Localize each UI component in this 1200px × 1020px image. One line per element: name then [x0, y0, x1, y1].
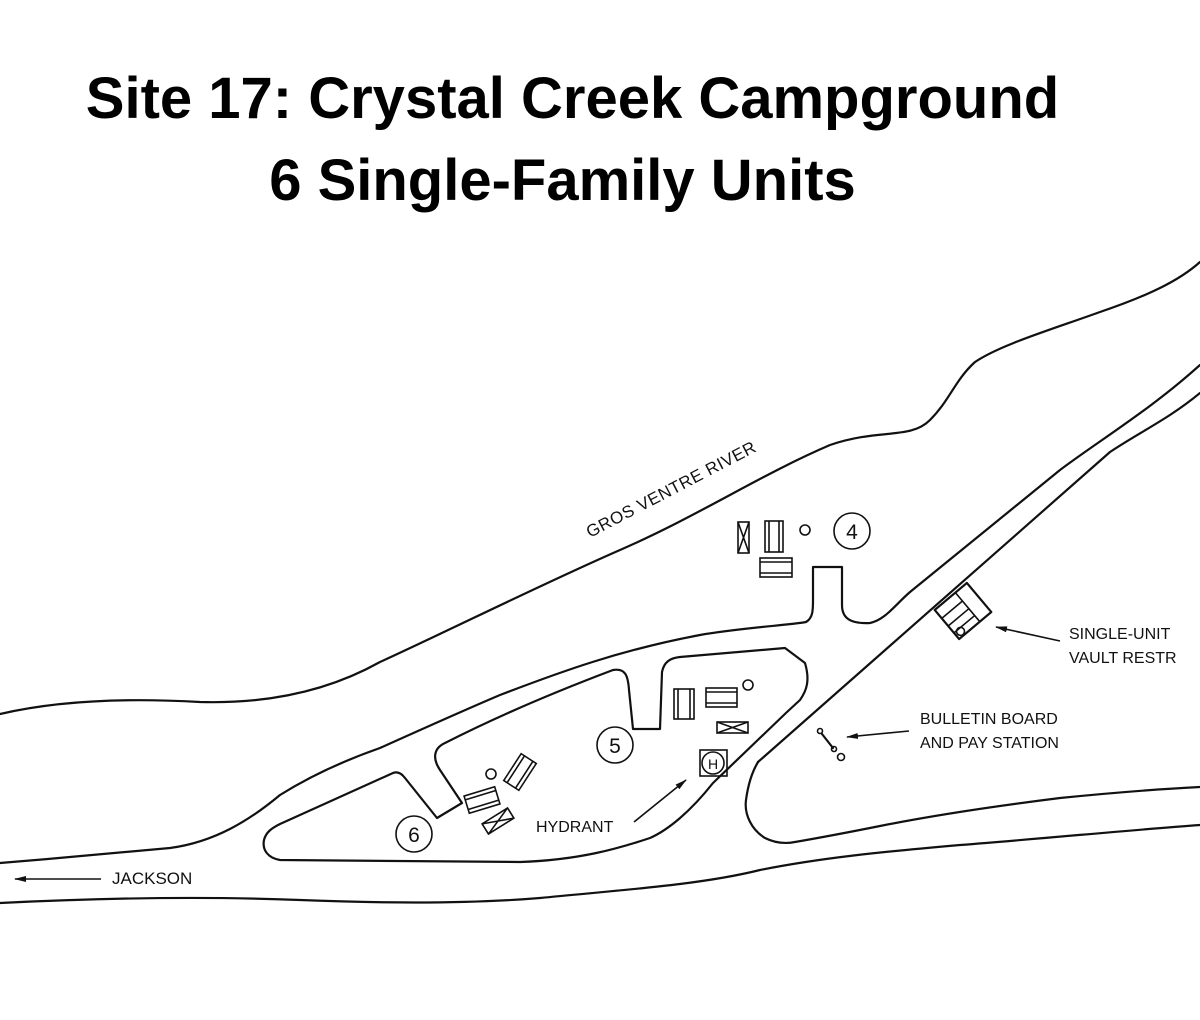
fire-ring-icon — [485, 768, 497, 780]
tent-pad-lines — [768, 521, 780, 552]
bulletin-label-line2: AND PAY STATION — [920, 735, 1059, 752]
parking-pad-icon — [463, 785, 501, 815]
bulletin-board-pay-station[interactable] — [816, 727, 846, 762]
fire-ring-icon — [799, 524, 811, 536]
map-title-line1: Site 17: Crystal Creek Campground — [85, 66, 1060, 131]
bulletin-arrow-icon — [846, 730, 910, 739]
hydrant-label: HYDRANT — [536, 819, 614, 836]
road-south-edge — [0, 823, 1200, 905]
site-number-circle — [596, 726, 634, 764]
campground-loop — [262, 646, 809, 864]
map-title-line2: 6 Single-Family Units — [269, 148, 856, 213]
bulletin-post-icon — [830, 745, 838, 753]
parking-pad-lines — [706, 691, 737, 704]
restroom-fixture-icon — [955, 626, 966, 637]
bulletin-label-line1: BULLETIN BOARD — [920, 711, 1058, 728]
bulletin-post-icon — [816, 727, 824, 735]
restroom-arrow-icon — [995, 626, 1061, 642]
site-number-6: 6 — [408, 824, 420, 847]
road-east-south-edge — [744, 760, 1200, 845]
table-cross — [737, 521, 750, 554]
picnic-table-icon — [716, 721, 749, 734]
river-bank-north — [0, 260, 1200, 716]
site-number-5: 5 — [609, 735, 621, 758]
road-east-edge — [756, 391, 1200, 764]
parking-pad-icon — [705, 687, 738, 708]
vault-restroom[interactable] — [933, 581, 993, 641]
bulletin-board-icon — [820, 732, 835, 750]
jackson-label: JACKSON — [112, 869, 192, 888]
tent-pad-icon — [764, 520, 784, 553]
tent-pad-icon — [502, 752, 538, 792]
pay-station-icon — [836, 752, 846, 762]
hydrant-box — [699, 749, 728, 777]
campsite-4[interactable]: 4 — [737, 512, 871, 578]
tent-pad-icon — [673, 688, 695, 720]
table-cross — [716, 721, 749, 734]
campsite-5[interactable]: 5 — [596, 679, 754, 764]
tent-pad-lines — [677, 689, 691, 719]
parking-pad-lines — [760, 561, 792, 574]
campsite-6[interactable]: 6 — [395, 752, 538, 853]
site-number-circle — [833, 512, 871, 550]
picnic-table-icon — [480, 806, 516, 836]
parking-pad-icon — [759, 557, 793, 578]
site-number-circle — [395, 815, 433, 853]
restroom-label-line1: SINGLE-UNIT — [1069, 626, 1171, 643]
fire-ring-icon — [742, 679, 754, 691]
restroom-building-icon — [933, 581, 993, 641]
road-north-edge — [0, 363, 1200, 865]
hydrant-arrow-icon — [633, 779, 687, 823]
site-number-4: 4 — [846, 521, 858, 544]
restroom-label-line2: VAULT RESTR — [1069, 650, 1177, 667]
hydrant[interactable]: H — [699, 749, 728, 777]
restroom-lines — [941, 592, 981, 634]
hydrant-symbol: H — [708, 756, 718, 772]
picnic-table-icon — [737, 521, 750, 554]
hydrant-icon — [701, 751, 725, 775]
